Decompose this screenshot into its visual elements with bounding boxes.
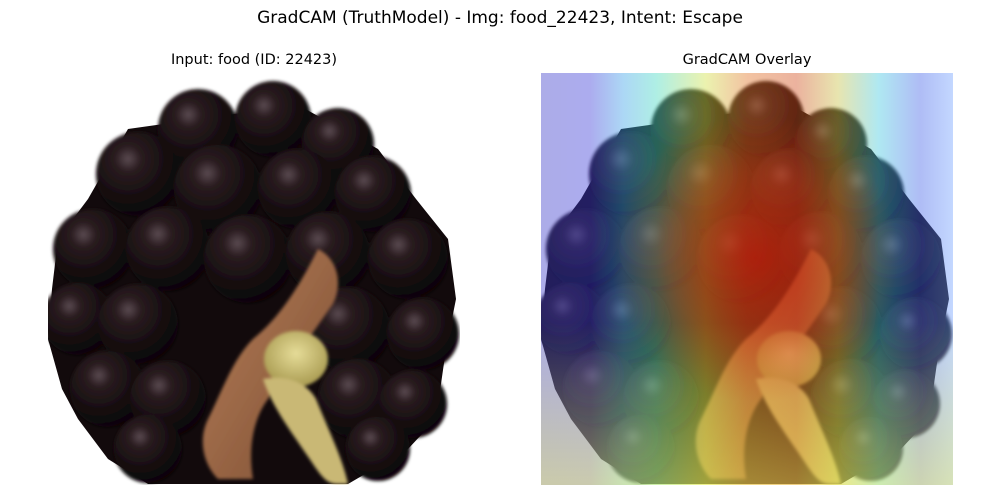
gradcam-overlay-title: GradCAM Overlay [682, 52, 812, 68]
input-image-title: Input: food (ID: 22423) [170, 52, 338, 68]
gradcam-overlay-panel [541, 73, 953, 485]
blackberry-image [48, 73, 460, 485]
gradcam-heatmap-image [541, 73, 953, 485]
input-image-panel [48, 73, 460, 485]
figure-suptitle: GradCAM (TruthModel) - Img: food_22423, … [257, 8, 743, 28]
